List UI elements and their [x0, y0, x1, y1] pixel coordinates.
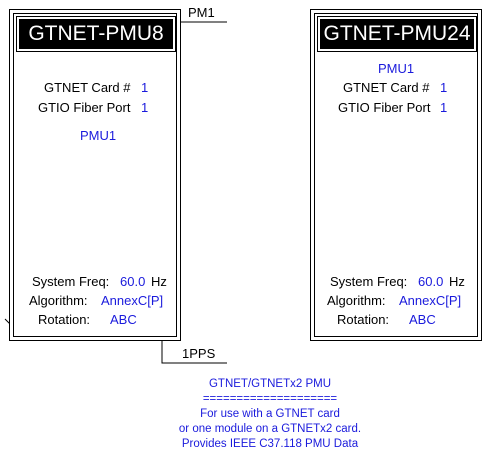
pmu8-algo-label: Algorithm:	[29, 293, 88, 308]
pmu8-pmu-name: PMU1	[80, 128, 117, 143]
pm1-port-label: PM1	[188, 5, 215, 20]
pmu8-card-label: GTNET Card #	[44, 80, 131, 95]
note-line-2: ====================	[202, 393, 338, 405]
pmu8-card-value: 1	[141, 80, 149, 95]
pmu8-fiber-value: 1	[141, 100, 149, 115]
pmu8-freq-unit: Hz	[151, 274, 167, 289]
pmu24-freq-label: System Freq:	[330, 274, 408, 289]
note-line-3: For use with a GTNET card	[200, 408, 340, 420]
pmu24-fiber-label: GTIO Fiber Port	[338, 100, 431, 115]
pmu24-freq-unit: Hz	[449, 274, 465, 289]
pmu24-freq-value: 60.0	[418, 274, 444, 289]
gtnet-pmu8-block[interactable]	[9, 9, 181, 341]
description-note: GTNET/GTNETx2 PMU ==================== F…	[150, 377, 390, 452]
gtnet-pmu24-inner-frame	[314, 13, 478, 337]
pmu8-rot-value: ABC	[110, 312, 137, 327]
pmu24-card-value: 1	[440, 80, 448, 95]
gtnet-pmu8-title: GTNET-PMU8	[16, 16, 176, 52]
pmu24-rot-label: Rotation:	[337, 312, 390, 327]
note-line-4: or one module on a GTNETx2 card.	[178, 423, 362, 435]
pmu8-freq-label: System Freq:	[32, 274, 110, 289]
pmu24-card-label: GTNET Card #	[343, 80, 430, 95]
pmu8-algo-value: AnnexC[P]	[101, 293, 164, 308]
gtnet-pmu24-block[interactable]	[310, 9, 482, 341]
pmu8-freq-value: 60.0	[120, 274, 146, 289]
gtnet-pmu8-inner-frame	[13, 13, 177, 337]
note-line-1: GTNET/GTNETx2 PMU	[208, 378, 332, 390]
note-line-5: Provides IEEE C37.118 PMU Data	[181, 438, 359, 450]
pps-port-label: 1PPS	[182, 346, 216, 361]
pmu24-algo-value: AnnexC[P]	[399, 293, 462, 308]
pmu24-fiber-value: 1	[440, 100, 448, 115]
pmu24-algo-label: Algorithm:	[327, 293, 386, 308]
pps-wire	[161, 341, 227, 364]
pmu8-rot-label: Rotation:	[38, 312, 91, 327]
pmu24-rot-value: ABC	[409, 312, 436, 327]
gtnet-pmu24-title: GTNET-PMU24	[317, 16, 477, 52]
pmu8-fiber-label: GTIO Fiber Port	[38, 100, 131, 115]
pmu24-pmu-name: PMU1	[378, 61, 415, 76]
